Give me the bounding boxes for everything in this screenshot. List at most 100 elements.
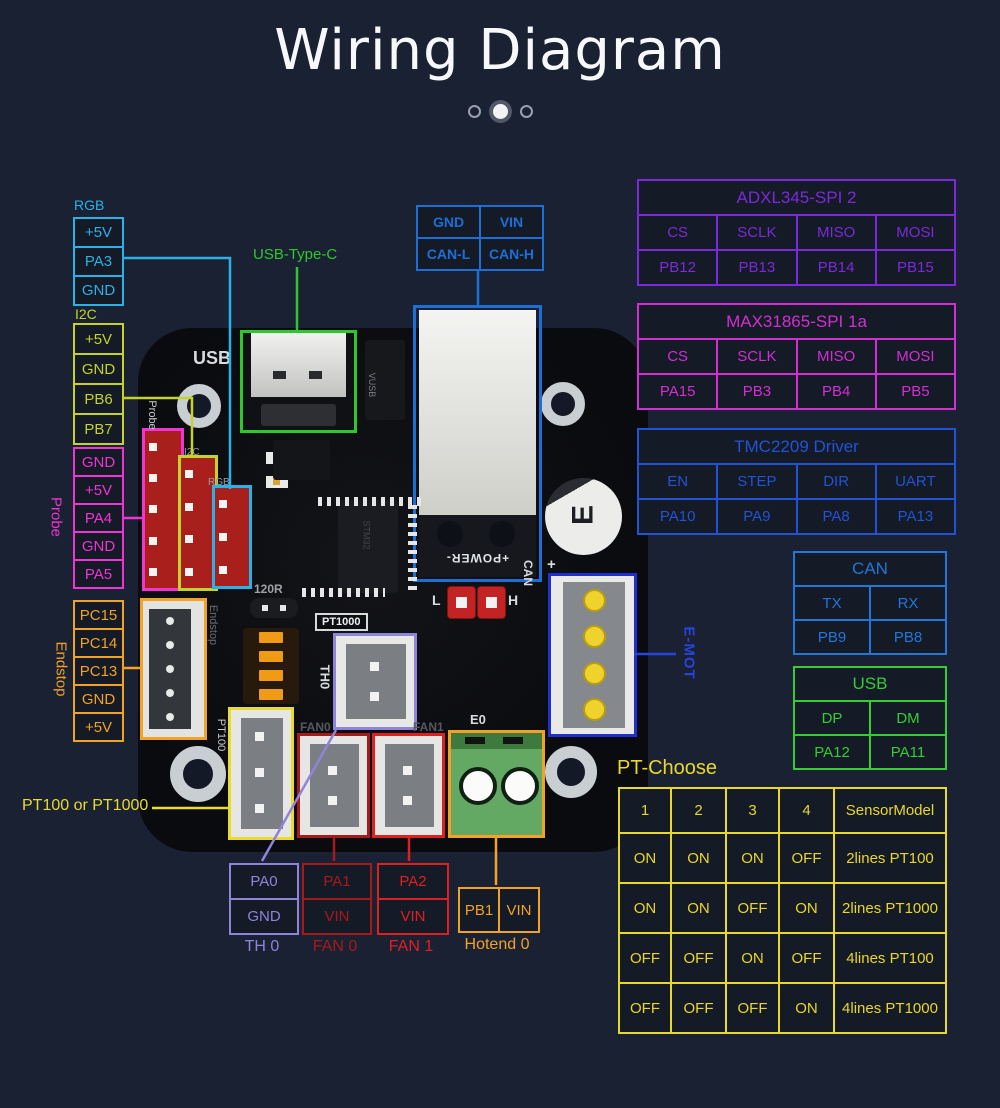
capacitor-marking: E	[566, 505, 600, 526]
pt-choose-label: PT-Choose	[617, 757, 718, 779]
switch-cell: OFF	[780, 934, 833, 982]
signal-cell: UART	[876, 465, 954, 498]
signal-cell: CS	[639, 340, 717, 373]
header-cell: SensorModel	[835, 789, 945, 832]
pin-cell: VIN	[304, 900, 370, 933]
pt-sensor-callout: PT100 or PT1000	[22, 797, 149, 814]
carousel-dot-active[interactable]	[492, 104, 508, 119]
pin-cell: PA10	[639, 500, 717, 533]
pin-cell: PB12	[639, 251, 717, 284]
fan0-connector	[297, 733, 370, 838]
fan1-caption: FAN 1	[388, 938, 434, 955]
signal-cell: MOSI	[876, 216, 954, 249]
pin-cell: CAN-H	[481, 239, 542, 269]
mcu-chip: STM32	[338, 500, 398, 593]
pin-cell: PB5	[876, 375, 954, 408]
switch-cell: OFF	[727, 884, 778, 932]
pin-cell: PB4	[797, 375, 875, 408]
switch-cell: OFF	[620, 984, 670, 1032]
endstop-connector	[140, 598, 207, 740]
switch-cell: OFF	[672, 934, 725, 982]
switch-cell: ON	[727, 834, 778, 882]
extruder-motor-connector	[548, 573, 637, 737]
power-silkscreen: +POWER-	[445, 551, 510, 565]
can-termination-jumper	[477, 586, 506, 619]
120r-silkscreen: 120R	[254, 582, 283, 596]
e-mot-callout: E-MOT	[680, 626, 698, 680]
carousel-dot[interactable]	[519, 105, 533, 118]
fan0-table: PA1 VIN	[302, 863, 372, 935]
pin-cell: PA8	[797, 500, 875, 533]
switch-cell: OFF	[727, 984, 778, 1032]
switch-cell: ON	[780, 984, 833, 1032]
th0-silkscreen: TH0	[317, 664, 333, 690]
table-title: ADXL345-SPI 2	[639, 181, 954, 214]
pin-cell: PC14	[75, 630, 122, 656]
pin-cell: VIN	[379, 900, 447, 933]
probe-pin-table: GND +5V PA4 GND PA5	[73, 447, 124, 589]
pin-cell: PB6	[75, 385, 122, 413]
pin-cell: PB7	[75, 415, 122, 443]
sensor-model-cell: 4lines PT100	[835, 934, 945, 982]
pin-cell: PA0	[231, 865, 297, 898]
pin-cell: PA12	[795, 736, 869, 768]
usb-type-c-callout: USB-Type-C	[253, 246, 338, 263]
emot-pin	[582, 698, 606, 722]
carousel-dot[interactable]	[467, 105, 481, 118]
pt1000-silkscreen: PT1000	[315, 613, 368, 631]
fan0-silkscreen: FAN0	[300, 720, 331, 734]
pin-array	[408, 505, 417, 590]
pin-cell: GND	[75, 355, 122, 383]
pin-cell: PA4	[75, 505, 122, 531]
rgb-table-label: RGB	[74, 197, 105, 213]
max31865-table: MAX31865-SPI 1a CS SCLK MISO MOSI PA15 P…	[637, 303, 956, 410]
power-pin-hole	[489, 521, 515, 547]
pin-array	[302, 588, 385, 597]
signal-cell: DP	[795, 702, 869, 734]
pin-cell: PB8	[871, 621, 945, 653]
rgb-silkscreen: RGB	[208, 477, 230, 488]
pin-cell: GND	[75, 277, 122, 304]
pin-cell: GND	[75, 533, 122, 559]
hotend-caption: Hotend 0	[464, 936, 530, 953]
sensor-model-cell: 2lines PT1000	[835, 884, 945, 932]
carousel	[0, 104, 1000, 119]
mounting-hole	[170, 746, 226, 802]
pin-cell: PC13	[75, 658, 122, 684]
adxl345-table: ADXL345-SPI 2 CS SCLK MISO MOSI PB12 PB1…	[637, 179, 956, 286]
signal-cell: RX	[871, 587, 945, 619]
endstop-silkscreen: Endstop	[207, 604, 219, 646]
pin-cell: CAN-L	[418, 239, 479, 269]
smd-ic	[273, 440, 330, 480]
switch-cell: OFF	[780, 834, 833, 882]
power-can-table: GND VIN CAN-L CAN-H	[416, 205, 544, 271]
hotend-table: PB1 VIN	[458, 887, 540, 933]
plus-silkscreen: +	[547, 556, 556, 573]
pin-cell: PA1	[304, 865, 370, 898]
e0-silkscreen: E0	[470, 712, 486, 727]
probe-silkscreen: Probe	[146, 400, 158, 430]
th0-connector	[333, 633, 417, 730]
usb-c-body	[251, 333, 346, 397]
pin-cell: PA5	[75, 561, 122, 587]
fan1-silkscreen: FAN1	[413, 720, 444, 734]
pin-cell: PB14	[797, 251, 875, 284]
terminal-screw	[459, 767, 497, 805]
pin-cell: GND	[75, 686, 122, 712]
switch-cell: ON	[727, 934, 778, 982]
pin-cell: PA9	[718, 500, 796, 533]
pin-cell: +5V	[75, 477, 122, 503]
hotend-terminal-e0	[448, 730, 545, 838]
pin-cell: +5V	[75, 714, 122, 740]
can-termination-jumper	[447, 586, 476, 619]
termination-header-120r	[250, 598, 298, 618]
emot-pin	[582, 661, 606, 685]
fan1-connector	[372, 733, 445, 838]
header-cell: 4	[780, 789, 833, 832]
fan0-caption: FAN 0	[312, 938, 358, 955]
signal-cell: TX	[795, 587, 869, 619]
usb-c-base	[261, 404, 336, 426]
signal-cell: SCLK	[718, 216, 796, 249]
pin-cell: PA15	[639, 375, 717, 408]
